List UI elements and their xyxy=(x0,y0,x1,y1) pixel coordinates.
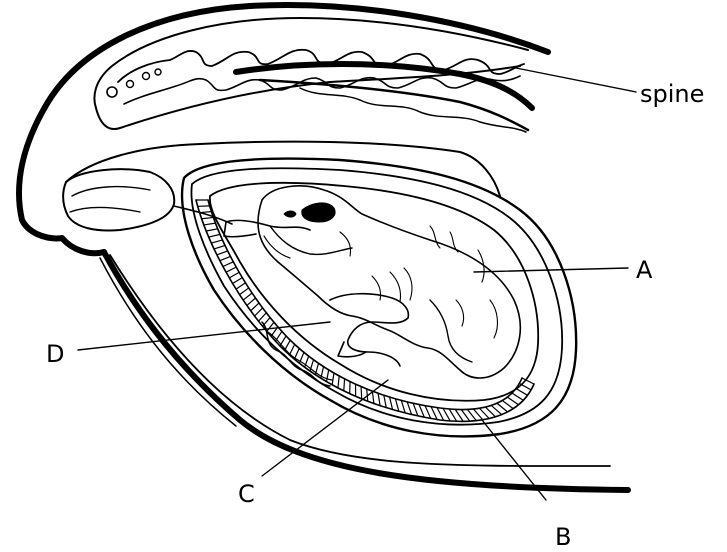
hatch-tick xyxy=(338,376,339,388)
hatch-tick xyxy=(425,406,431,419)
hatch-tick xyxy=(236,283,245,289)
hatch-tick xyxy=(209,234,220,237)
hatch-tick xyxy=(390,397,393,409)
leader-line-d xyxy=(78,322,330,350)
label-b: B xyxy=(555,523,571,551)
hatch-tick xyxy=(220,256,231,260)
hatch-tick xyxy=(332,373,334,385)
hatch-tick xyxy=(259,313,267,321)
hatch-tick xyxy=(491,405,501,414)
hatch-tick xyxy=(204,223,216,225)
hatch-tick xyxy=(214,245,225,248)
uterus xyxy=(182,159,576,437)
hatch-tick xyxy=(507,397,518,405)
hatch-tick xyxy=(255,308,263,316)
hatch-tick xyxy=(226,267,236,272)
label-d: D xyxy=(46,340,64,368)
hatch-tick xyxy=(512,393,523,400)
hatch-tick xyxy=(206,229,217,231)
leader-line-spine xyxy=(516,68,636,92)
hatch-tick xyxy=(431,407,437,420)
hatch-tick xyxy=(240,288,249,295)
hatch-tick xyxy=(384,395,386,407)
hatch-tick xyxy=(200,212,212,213)
hatch-tick xyxy=(344,379,345,391)
hatch-tick xyxy=(401,400,405,413)
hatch-tick xyxy=(217,251,228,255)
hatch-tick xyxy=(497,403,508,412)
hatch-tick xyxy=(361,387,362,399)
leader-line-a xyxy=(474,268,628,272)
hatch-tick xyxy=(502,400,513,408)
hatch-tick xyxy=(419,405,424,418)
hatch-tick xyxy=(294,348,299,359)
hatch-tick xyxy=(289,344,294,354)
hatch-tick xyxy=(247,298,256,305)
label-c: C xyxy=(238,480,255,508)
hatch-tick xyxy=(211,240,222,243)
hatch-tick xyxy=(372,391,374,403)
hatch-tick xyxy=(395,399,398,412)
hatch-tick xyxy=(223,262,233,267)
spine xyxy=(94,18,532,132)
hatch-tick xyxy=(437,408,444,421)
hatch-tick xyxy=(233,278,243,284)
hatch-tick xyxy=(516,389,528,396)
hatch-tick xyxy=(407,402,411,415)
label-spine: spine xyxy=(640,80,704,108)
hatch-tick xyxy=(229,272,239,278)
hatch-tick xyxy=(378,393,380,405)
label-a: A xyxy=(636,256,653,284)
hatch-tick xyxy=(267,322,274,331)
hatch-tick xyxy=(413,403,418,416)
hatch-tick xyxy=(243,293,252,300)
hatch-tick xyxy=(251,303,259,311)
hatch-tick xyxy=(443,408,450,421)
fetus xyxy=(224,186,520,378)
pelvis xyxy=(63,142,500,231)
hatch-tick xyxy=(202,217,214,218)
